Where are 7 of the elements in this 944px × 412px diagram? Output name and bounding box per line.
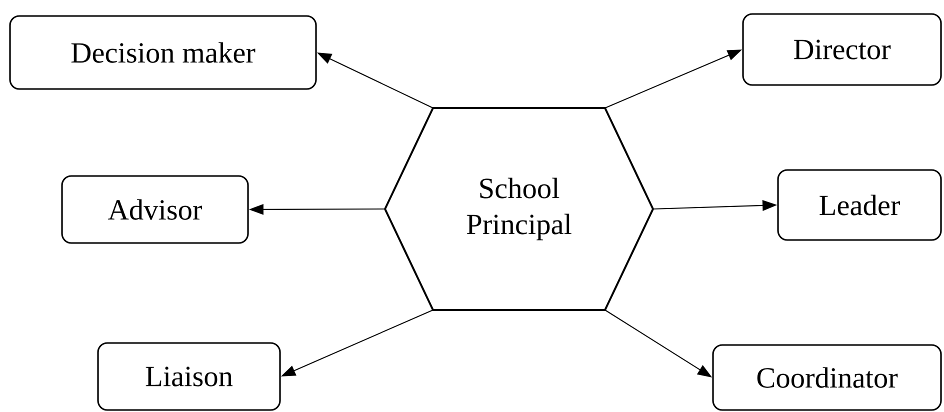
role-box: Decision maker [9,15,317,90]
role-box: Director [742,13,942,86]
role-box: Leader [777,169,942,241]
role-box: Advisor [61,175,249,244]
role-box: Liaison [97,342,281,411]
role-box: Coordinator [712,344,942,411]
hexagon-node: School Principal [384,107,654,311]
